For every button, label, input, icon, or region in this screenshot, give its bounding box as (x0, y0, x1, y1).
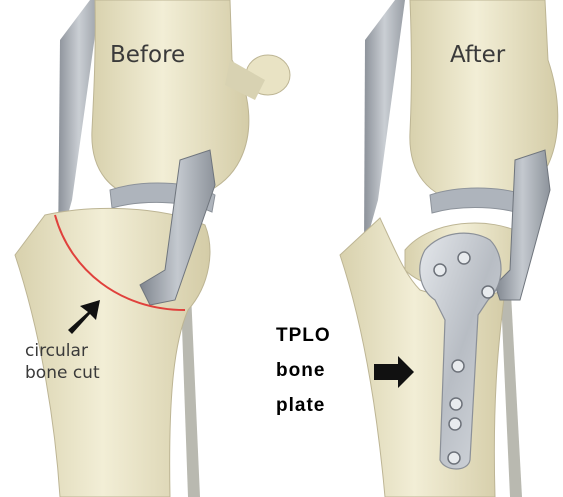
after-fibula (500, 275, 522, 497)
screw (450, 398, 462, 410)
before-panel (15, 0, 290, 497)
before-title: Before (110, 42, 185, 68)
screw (458, 252, 470, 264)
cut-label-line1: circular (25, 340, 100, 362)
screw (452, 360, 464, 372)
circular-cut-label: circular bone cut (25, 340, 100, 384)
plate-label-line1: TPLO (276, 318, 331, 353)
screw (434, 264, 446, 276)
before-femur (92, 0, 249, 201)
plate-label-line3: plate (276, 388, 331, 423)
after-panel (340, 0, 558, 497)
after-back-ligament (364, 0, 405, 250)
after-title: After (450, 42, 505, 68)
screw (482, 286, 494, 298)
plate-label-line2: bone (276, 353, 331, 388)
screw (448, 452, 460, 464)
screw (449, 418, 461, 430)
tplo-plate-label: TPLO bone plate (276, 318, 331, 423)
cut-label-line2: bone cut (25, 362, 100, 384)
